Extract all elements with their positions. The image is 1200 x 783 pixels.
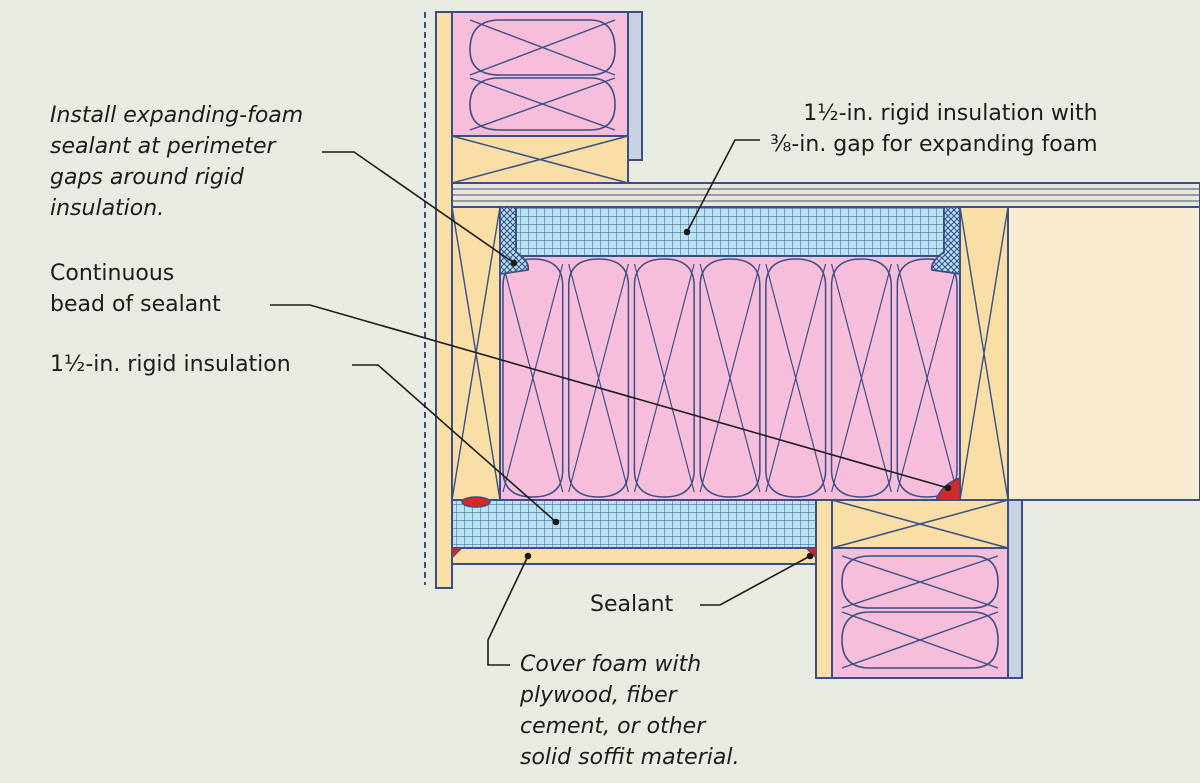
batt-cross [765,263,827,493]
soffit-board [451,547,817,565]
leader-lines [270,139,952,666]
rigid-insulation-top [515,206,945,257]
lower-wall [815,499,1023,679]
label-rigid-insulation-gap: 1½-in. rigid insulation with ⅜-in. gap f… [770,101,1098,157]
label-sealant: Sealant [590,592,674,617]
rigid-insulation-bottom [451,499,817,549]
interior-drywall [1007,206,1200,501]
exterior-sheathing [424,11,453,589]
label-rigid-insulation: 1½-in. rigid insulation [50,352,291,377]
label-foam-sealant: Install expanding-foam sealant at perime… [50,103,304,221]
batt-roll [830,258,893,498]
batt-roll [896,258,958,498]
batt-roll [699,258,761,498]
subfloor [451,182,1200,208]
label-soffit-cover: Cover foam with plywood, fiber cement, o… [520,652,740,770]
batt-roll [567,258,630,498]
label-continuous-bead: Continuous bead of sealant [50,261,221,317]
batt-roll [765,258,827,498]
batt-cross [633,263,695,493]
batt-cross [699,263,761,493]
batt-cross [896,263,958,493]
upper-wall [451,11,643,184]
batt-cross [568,263,630,493]
batt-cross [502,263,564,493]
batt-cross [830,263,892,493]
batt-roll [633,258,695,498]
batt-insulation [499,255,961,501]
